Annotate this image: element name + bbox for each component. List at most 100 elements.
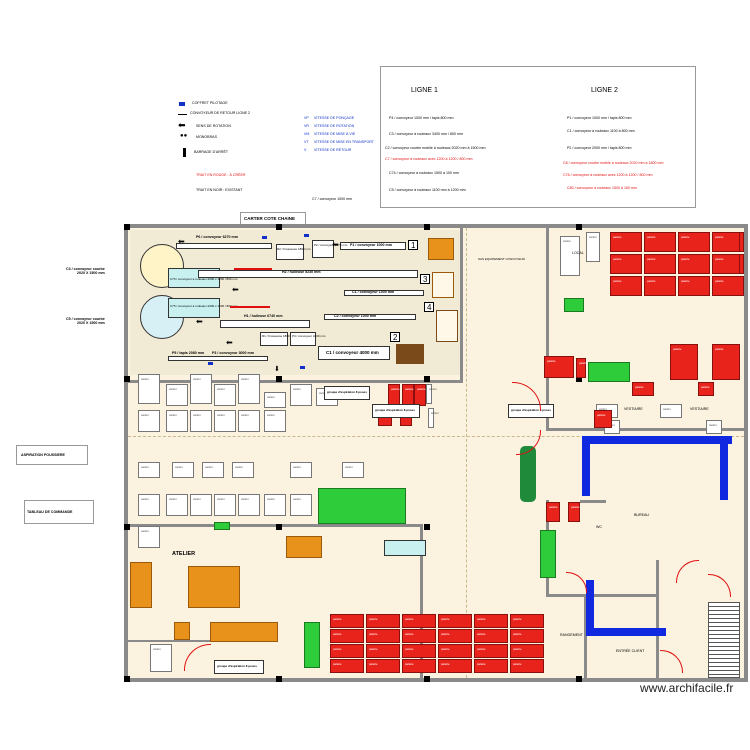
pallet-label: palette — [417, 387, 426, 391]
pallet-label: palette — [701, 385, 710, 389]
rack-label: carton — [141, 465, 149, 469]
storage-rack: carton — [138, 494, 160, 516]
arrow-left-icon: ⬅ — [196, 317, 203, 326]
bureau-wall — [720, 436, 728, 500]
c1a-label: C1 / convoyeur 1000 mm — [352, 290, 395, 294]
column-post — [276, 524, 282, 530]
pallet-zone: palette — [678, 276, 710, 296]
pallet-label: palette — [597, 413, 606, 417]
pallet-zone: palette — [510, 629, 544, 643]
pallet-label: palette — [571, 505, 580, 509]
c7-note: C7 / convoyeur 1000 mm — [312, 197, 353, 201]
storage-rack: carton — [426, 384, 437, 404]
rack-label: carton — [293, 387, 301, 391]
pallet-zone: palette — [712, 254, 740, 274]
sas-label: SAS EQUIPEMENT CONVOYEUR — [478, 257, 525, 261]
storage-rack: carton — [238, 494, 260, 516]
storage-rack: carton — [190, 494, 212, 516]
legend-item-label: SENS DE ROTATION — [196, 124, 231, 128]
green-zone — [564, 298, 584, 312]
rack-label: carton — [169, 413, 177, 417]
storage-rack: carton — [190, 410, 212, 432]
aspiration-group: groupe d'aspiration 8 poses — [214, 660, 264, 674]
group-label: groupe d'aspiration 8 poses — [375, 408, 415, 412]
wall-interior — [128, 640, 278, 642]
badge-number: 1 — [411, 241, 416, 250]
rack-label: carton — [267, 497, 275, 501]
arrow-left-icon: ⬅ — [178, 120, 186, 130]
column-post — [276, 224, 282, 230]
pallet-zone: palette — [610, 232, 642, 252]
pallet-label: palette — [547, 359, 556, 363]
line-badge: 1 — [408, 240, 418, 250]
pallet-label: palette — [681, 257, 690, 261]
green-zone — [304, 622, 320, 668]
pallet-zone: palette — [366, 659, 400, 673]
pallet-zone: palette — [644, 232, 676, 252]
pallet-label: palette — [513, 662, 522, 666]
pallet-zone: palette — [632, 382, 654, 396]
r1-label: R1 / brosseuse 1800 mm — [262, 334, 296, 338]
wall-interior — [656, 560, 659, 680]
green-zone — [540, 530, 556, 578]
rack-label: carton — [193, 413, 201, 417]
wall-bottom — [124, 678, 748, 682]
pallet-label: palette — [441, 617, 450, 621]
storage-rack: carton — [586, 232, 600, 262]
h1-label: H1 / huileuse 6740 mm — [244, 314, 283, 318]
pallet-zone: palette — [712, 232, 740, 252]
pallet-label: palette — [405, 387, 414, 391]
speed-code: V — [304, 148, 307, 152]
storage-rack: carton — [238, 410, 260, 432]
speed-code: VR — [304, 124, 309, 128]
p4-label: P4 / convoyeur 1000 mm — [292, 334, 326, 338]
arrow-left-icon: ⬅ — [178, 237, 185, 246]
wall-interior — [420, 524, 423, 680]
line-badge: 2 — [390, 332, 400, 342]
storage-rack: carton — [166, 494, 188, 516]
pallet-label: palette — [391, 387, 400, 391]
teal-zone — [384, 540, 426, 556]
pallet-zone: palette — [388, 384, 400, 406]
rack-label: carton — [153, 647, 161, 651]
carter-label: CARTER COTE CHAINE — [244, 216, 296, 221]
pallet-label: palette — [405, 632, 414, 636]
vehicle — [520, 446, 536, 502]
column-post — [424, 376, 430, 382]
pallet-label: palette — [513, 617, 522, 621]
pallet-zone: palette — [568, 502, 580, 522]
pallet-label: palette — [333, 662, 342, 666]
storage-rack: carton — [166, 410, 188, 432]
pallet-zone: palette — [510, 644, 544, 658]
c1-label: C1 / convoyeur 4000 mm — [326, 350, 379, 355]
pallet-zone: palette — [414, 384, 426, 406]
pallet-zone: palette — [576, 358, 587, 378]
c76-label: C76 / convoyeur à rouleaux 2000 x 1200 /… — [170, 277, 238, 281]
r2-label: R2 / brosseuse 1800 mm — [277, 247, 311, 251]
c5-label: C5 / convoyeur courbe 2020 X 1500 mm — [66, 317, 105, 325]
column-post — [124, 224, 130, 230]
column-post — [124, 524, 130, 530]
wall-interior — [460, 228, 463, 383]
storage-rack: carton — [290, 494, 312, 516]
pallet-zone: palette — [474, 644, 508, 658]
bureau-label: BUREAU — [634, 513, 649, 517]
storage-rack: carton — [290, 462, 312, 478]
pallet-zone: palette — [330, 644, 364, 658]
wall-right — [744, 224, 748, 682]
storage-rack: carton — [428, 408, 439, 428]
legend-item-label: MONOBRAS — [196, 135, 217, 139]
p1-conveyor — [340, 242, 406, 250]
pallet-zone: palette — [402, 644, 436, 658]
rack-label: carton — [293, 465, 301, 469]
line1-item: C74 / convoyeur à rouleaux 1500 à 100 mm — [389, 171, 459, 175]
rack-label: carton — [217, 387, 225, 391]
wc-label: WC — [596, 525, 602, 529]
vestiaire-label: VESTIAIRE — [624, 407, 643, 411]
arrow-left-icon: ⬅ — [226, 338, 233, 347]
bureau-wall — [582, 436, 590, 496]
pallet-zone: palette — [698, 382, 714, 396]
rack-label: carton — [267, 413, 275, 417]
pallet-zone: palette — [644, 276, 676, 296]
equipment — [432, 272, 454, 298]
